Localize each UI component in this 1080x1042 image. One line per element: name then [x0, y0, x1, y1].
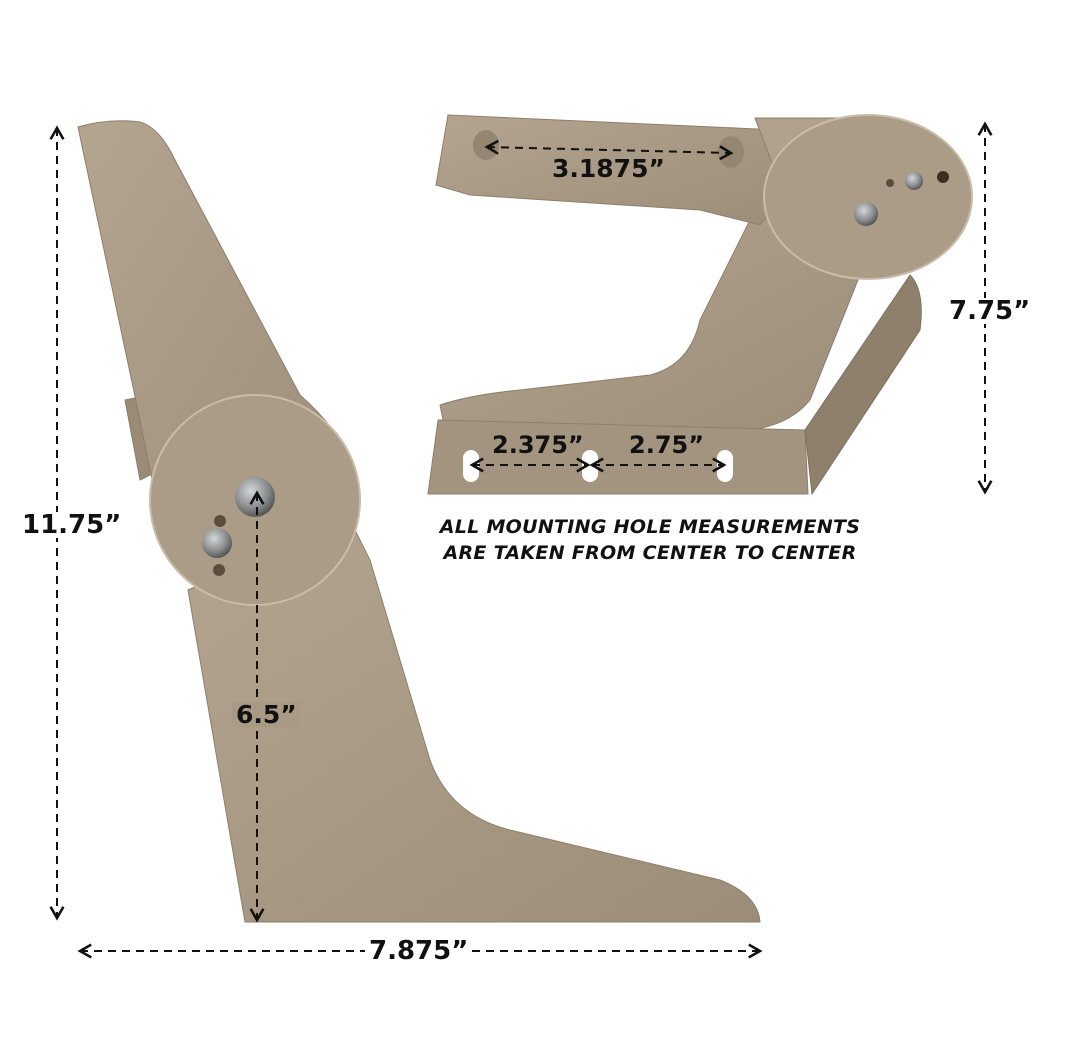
- bottom-hole-spacing-right-label: 2.75”: [629, 431, 704, 459]
- lock-bolt-icon: [905, 172, 923, 190]
- right-height-label: 7.75”: [945, 298, 1035, 324]
- measurement-note: ALL MOUNTING HOLE MEASUREMENTS ARE TAKEN…: [430, 514, 870, 566]
- overall-width-label: 7.875”: [365, 938, 473, 964]
- note-line-1: ALL MOUNTING HOLE MEASUREMENTS: [439, 516, 861, 538]
- pivot-bolt-icon: [235, 477, 275, 517]
- pivot-height-label: 6.5”: [232, 702, 301, 727]
- note-line-2: ARE TAKEN FROM CENTER TO CENTER: [443, 542, 857, 564]
- overall-height-label: 11.75”: [18, 512, 126, 538]
- top-hole-spacing-label: 3.1875”: [552, 154, 665, 183]
- pivot-bolt-icon: [854, 202, 878, 226]
- bottom-hole-spacing-left-label: 2.375”: [492, 431, 584, 459]
- lock-bolt-icon: [202, 528, 232, 558]
